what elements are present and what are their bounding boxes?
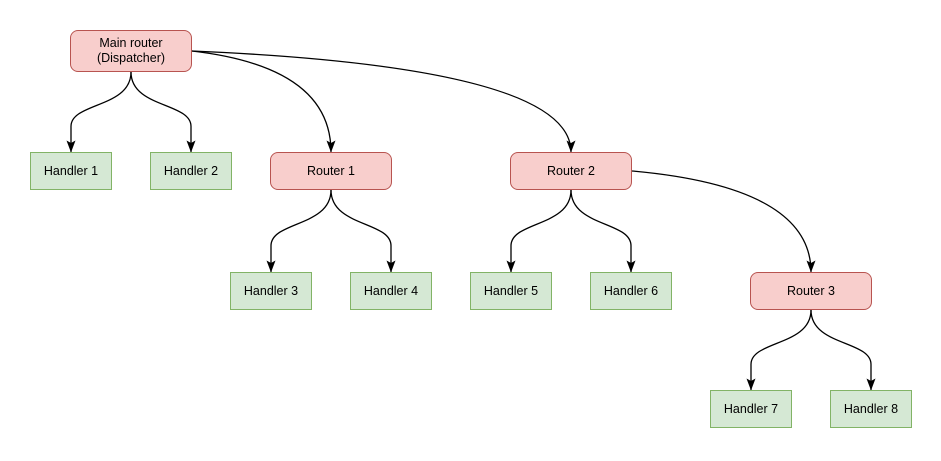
node-label: Handler 7 bbox=[723, 401, 779, 416]
node-router-1[interactable]: Router 1 bbox=[270, 152, 392, 190]
node-label: Main router (Dispatcher) bbox=[96, 36, 166, 65]
node-label: Handler 5 bbox=[483, 283, 539, 298]
node-handler-8[interactable]: Handler 8 bbox=[830, 390, 912, 428]
node-label: Handler 3 bbox=[243, 283, 299, 298]
node-label: Handler 1 bbox=[43, 163, 99, 178]
node-handler-6[interactable]: Handler 6 bbox=[590, 272, 672, 310]
edge-r1-to-h3 bbox=[266, 189, 332, 273]
edge-r1-to-h4 bbox=[330, 189, 396, 273]
node-label: Handler 6 bbox=[603, 283, 659, 298]
edge-main-to-r2 bbox=[191, 50, 576, 153]
node-label: Handler 4 bbox=[363, 283, 419, 298]
node-handler-4[interactable]: Handler 4 bbox=[350, 272, 432, 310]
node-label: Handler 8 bbox=[843, 401, 899, 416]
edge-r2-to-h6 bbox=[570, 189, 636, 273]
edge-r2-to-r3 bbox=[631, 170, 816, 273]
edge-r3-to-h7 bbox=[746, 309, 812, 391]
edge-main-to-h2 bbox=[130, 71, 196, 153]
edge-r3-to-h8 bbox=[810, 309, 876, 391]
edge-main-to-r1 bbox=[191, 50, 336, 153]
node-handler-1[interactable]: Handler 1 bbox=[30, 152, 112, 190]
node-handler-5[interactable]: Handler 5 bbox=[470, 272, 552, 310]
node-handler-2[interactable]: Handler 2 bbox=[150, 152, 232, 190]
node-handler-3[interactable]: Handler 3 bbox=[230, 272, 312, 310]
node-router-3[interactable]: Router 3 bbox=[750, 272, 872, 310]
node-label: Router 1 bbox=[307, 163, 355, 178]
node-label: Router 2 bbox=[547, 163, 595, 178]
edge-main-to-h1 bbox=[66, 71, 132, 153]
node-label: Router 3 bbox=[787, 283, 835, 298]
node-main-router-dispatcher[interactable]: Main router (Dispatcher) bbox=[70, 30, 192, 72]
node-label: Handler 2 bbox=[163, 163, 219, 178]
edge-r2-to-h5 bbox=[506, 189, 572, 273]
node-router-2[interactable]: Router 2 bbox=[510, 152, 632, 190]
node-handler-7[interactable]: Handler 7 bbox=[710, 390, 792, 428]
